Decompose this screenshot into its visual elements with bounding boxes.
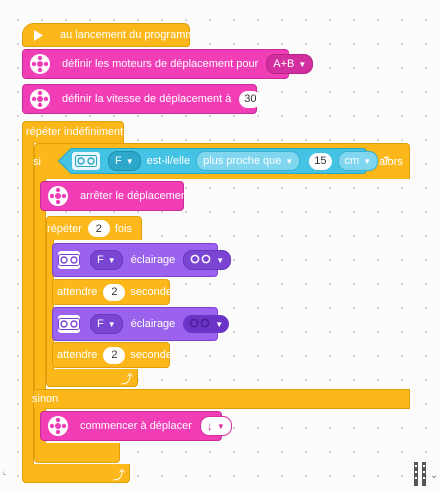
set-speed-label: définir la vitesse de déplacement à [62,93,232,105]
stop-movement-block[interactable]: arrêter le déplacement [40,181,190,211]
then-label: alors [379,156,403,168]
if-label: si [33,156,41,168]
comparison-value: plus proche que [203,155,282,167]
motor-pair-icon [43,413,73,439]
wait-label: attendre [57,286,98,298]
wait-seconds-input[interactable]: 2 [103,283,126,301]
stop-move-label: arrêter le déplacement [80,190,191,202]
motor-pair-icon [25,51,55,77]
direction-dropdown[interactable]: ↓ ▼ [199,416,232,436]
chevron-down-icon: ▼ [285,156,294,166]
light-pattern-dropdown[interactable]: ▼ [183,250,232,270]
chevron-down-icon: ▼ [298,59,307,69]
if-arm [34,178,46,390]
light-port-dropdown[interactable]: F ▼ [90,314,123,334]
repeat-count-input[interactable]: 2 [87,220,110,237]
wait-seconds-block-1[interactable]: attendre 2 secondes [52,279,177,305]
repeat-label: répéter [47,222,82,235]
sensor-port-value: F [115,155,122,167]
wait-unit: secondes [130,349,178,361]
motor-pair-icon [25,86,55,112]
light-port-dropdown[interactable]: F ▼ [90,250,123,270]
wait-seconds-block-2[interactable]: attendre 2 secondes [52,342,177,368]
eyes-outline-icon [190,254,212,267]
distance-input[interactable]: 15 [309,152,332,170]
chevron-down-icon[interactable]: ⌄ [430,470,439,481]
speed-input[interactable]: 30 [239,90,262,108]
else-bar[interactable]: sinon [32,389,410,409]
sensor-port-dropdown[interactable]: F ▼ [108,151,141,171]
light-label: éclairage [130,318,176,330]
start-moving-block[interactable]: commencer à déplacer ↓ ▼ [40,411,232,441]
unit-value: cm [344,155,360,167]
set-movement-motors-block[interactable]: définir les moteurs de déplacement pour … [22,49,314,79]
if-else-footer[interactable] [34,443,120,463]
distance-sensor-light-block-1[interactable]: F ▼ éclairage ▼ [52,243,232,277]
distance-condition[interactable]: F ▼ est-il/elle plus proche que ▼ 15 cm … [58,148,389,174]
forever-label: répéter indéfiniment [26,126,124,138]
forever-loop-header[interactable]: répéter indéfiniment [22,121,124,143]
chevron-down-icon: ▼ [107,255,116,265]
repeat-loop-header[interactable]: répéter 2 fois [46,216,142,240]
chevron-down-icon: ▼ [215,319,224,329]
else-label: sinon [32,393,59,405]
wait-label: attendre [57,349,98,361]
motor-ports-value: A+B [273,58,295,70]
comparison-dropdown[interactable]: plus proche que ▼ [196,151,301,171]
forever-loop-footer[interactable]: ⤴ [22,464,130,483]
light-pattern-dropdown[interactable]: ▼ [183,315,230,333]
set-movement-speed-block[interactable]: définir la vitesse de déplacement à 30 % [22,84,276,114]
chevron-down-icon: ▼ [125,156,134,166]
light-label: éclairage [130,254,176,266]
light-port-value: F [97,254,104,266]
distance-sensor-icon [58,251,80,269]
chevron-down-icon: ▼ [107,319,116,329]
wait-seconds-input[interactable]: 2 [103,346,126,364]
chevron-down-icon: ▼ [216,255,225,265]
wait-unit: secondes [130,286,178,298]
repeat-loop-footer[interactable]: ⤴ [46,369,138,387]
is-it-label: est-il/elle [146,155,191,167]
repeat-arrow-icon: ⤴ [113,468,126,482]
resize-mark-icon: ⌞ [2,466,7,477]
direction-value: ↓ [206,419,213,433]
chevron-down-icon: ▼ [363,156,372,166]
play-flag-icon [23,22,53,48]
forever-loop-arm [22,142,34,466]
hat-block-when-program-starts[interactable]: au lancement du programme [22,22,201,48]
motor-ports-dropdown[interactable]: A+B ▼ [266,54,314,74]
hat-label: au lancement du programme [60,29,201,41]
speed-unit: % [266,93,277,105]
light-port-value: F [97,318,104,330]
chevron-down-icon: ▼ [216,421,225,431]
repeat-loop-arm [46,239,54,371]
drag-grip-icon[interactable] [413,461,427,487]
distance-sensor-icon [58,315,80,333]
motor-pair-icon [43,183,73,209]
question-mark: ? [383,155,390,167]
distance-sensor-light-block-2[interactable]: F ▼ éclairage ▼ [52,307,230,341]
unit-dropdown[interactable]: cm ▼ [337,151,379,171]
eyes-off-icon [189,318,211,331]
repeat-times-label: fois [114,222,132,235]
distance-sensor-icon [72,152,100,170]
repeat-arrow-icon: ⤴ [121,372,134,386]
set-motors-label: définir les moteurs de déplacement pour [62,58,259,70]
start-move-label: commencer à déplacer [80,420,192,432]
